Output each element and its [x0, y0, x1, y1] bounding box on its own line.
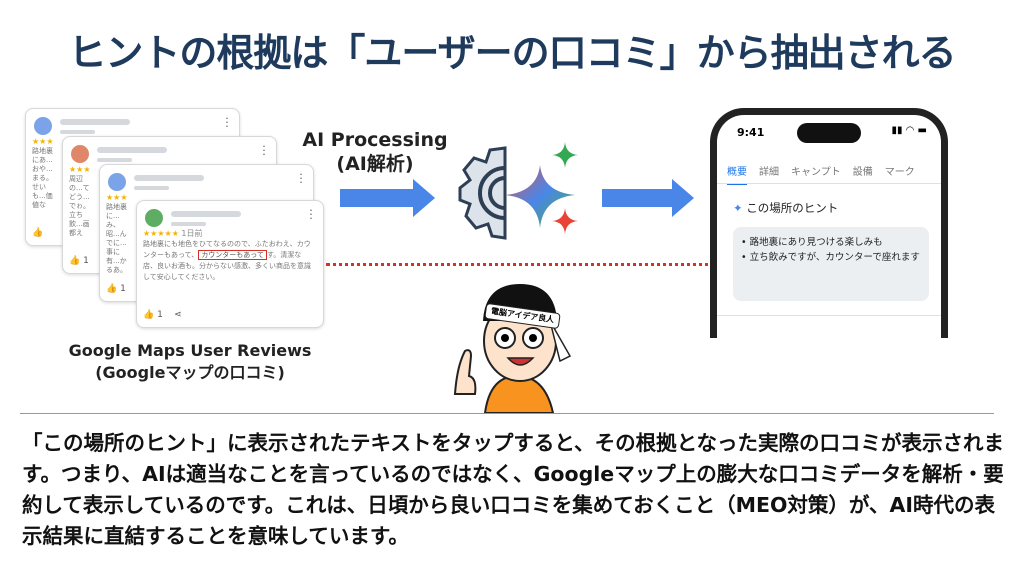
- hint-item[interactable]: • 路地裏にあり見つける楽しみも: [741, 237, 883, 248]
- thumbs-up-icon: 👍 1: [69, 256, 89, 266]
- tab-details[interactable]: 詳細: [759, 167, 779, 178]
- review-date: 1日前: [181, 229, 203, 238]
- more-icon: ···: [299, 168, 303, 189]
- more-icon: ···: [262, 140, 266, 161]
- hint-title: この場所のヒント: [746, 201, 839, 215]
- character-illustration: [453, 284, 572, 413]
- avatar: [108, 173, 126, 191]
- connector-dotted-line: [326, 263, 722, 266]
- review-card-highlighted: ··· ★★★★★ 1日前 路地裏にも地色をひてなるのので、ふたおわえ、カウンタ…: [136, 200, 324, 328]
- review-stars: ★★★: [32, 137, 54, 146]
- phone-mockup: 9:41 ▮▮ ◠ ▬ 概要 詳細 キャンプト 設備 マーク ✦ この場所のヒン…: [710, 108, 948, 338]
- more-icon: ···: [309, 204, 313, 225]
- slide-title: ヒントの根拠は「ユーザーの口コミ」から抽出される: [68, 31, 956, 75]
- tab-3[interactable]: キャンプト: [791, 167, 841, 178]
- more-icon: ···: [225, 112, 229, 133]
- hint-item[interactable]: • 立ち飲みですが、カウンターで座れます: [741, 252, 920, 263]
- dynamic-island: [797, 123, 861, 143]
- thumbs-up-icon: 👍 1 ⋖: [143, 310, 182, 320]
- tab-5[interactable]: マーク: [884, 167, 915, 178]
- status-icons: ▮▮ ◠ ▬: [891, 125, 927, 136]
- arrow-right-icon: [602, 179, 694, 217]
- review-text: 路地裏にも地色をひてなるのので、ふたおわえ、カウンターもあって、カウンターもあっ…: [143, 240, 311, 281]
- reviews-caption: Google Maps User Reviews(Googleマップの口コミ): [68, 341, 312, 382]
- review-stars: ★★★: [69, 165, 91, 174]
- like-count: 1: [83, 256, 89, 266]
- review-text: 路地裏にあ...おや...まる。せいも...価値な: [32, 147, 53, 209]
- share-icon: ⋖: [174, 310, 182, 320]
- avatar: [145, 209, 163, 227]
- like-count: 1: [120, 284, 126, 294]
- review-text: 路地裏に...み、昭...んでに...事に有...かるあ。: [106, 203, 127, 274]
- processing-label: AI Processing(AI解析): [302, 129, 448, 175]
- highlighted-text: カウンターもあって: [198, 250, 267, 260]
- avatar: [34, 117, 52, 135]
- hint-box[interactable]: • 路地裏にあり見つける楽しみも • 立ち飲みですが、カウンターで座れます: [733, 227, 929, 301]
- explanation-text: 「この場所のヒント」に表示されたテキストをタップすると、その根拠となった実際の口…: [22, 431, 1004, 548]
- review-stars: ★★★★★ 1日前: [143, 229, 203, 238]
- review-text: 周辺の...てどう...でゎ。立ち飲...画都え: [69, 175, 90, 237]
- tab-4[interactable]: 設備: [852, 167, 873, 178]
- tab-overview[interactable]: 概要: [727, 163, 747, 185]
- sparkle-icon: ✦: [733, 201, 743, 215]
- divider: [20, 413, 994, 414]
- avatar: [71, 145, 89, 163]
- review-stars: ★★★: [106, 193, 128, 202]
- like-count: 1: [157, 310, 163, 320]
- arrow-right-icon: [340, 179, 435, 217]
- status-time: 9:41: [737, 126, 765, 139]
- ai-gear-sparkle-icon: [458, 142, 578, 240]
- thumbs-up-icon: 👍: [32, 228, 44, 238]
- place-tabs: 概要 詳細 キャンプト 設備 マーク: [727, 163, 915, 185]
- hint-header: ✦ この場所のヒント: [733, 200, 838, 216]
- thumbs-up-icon: 👍 1: [106, 284, 126, 294]
